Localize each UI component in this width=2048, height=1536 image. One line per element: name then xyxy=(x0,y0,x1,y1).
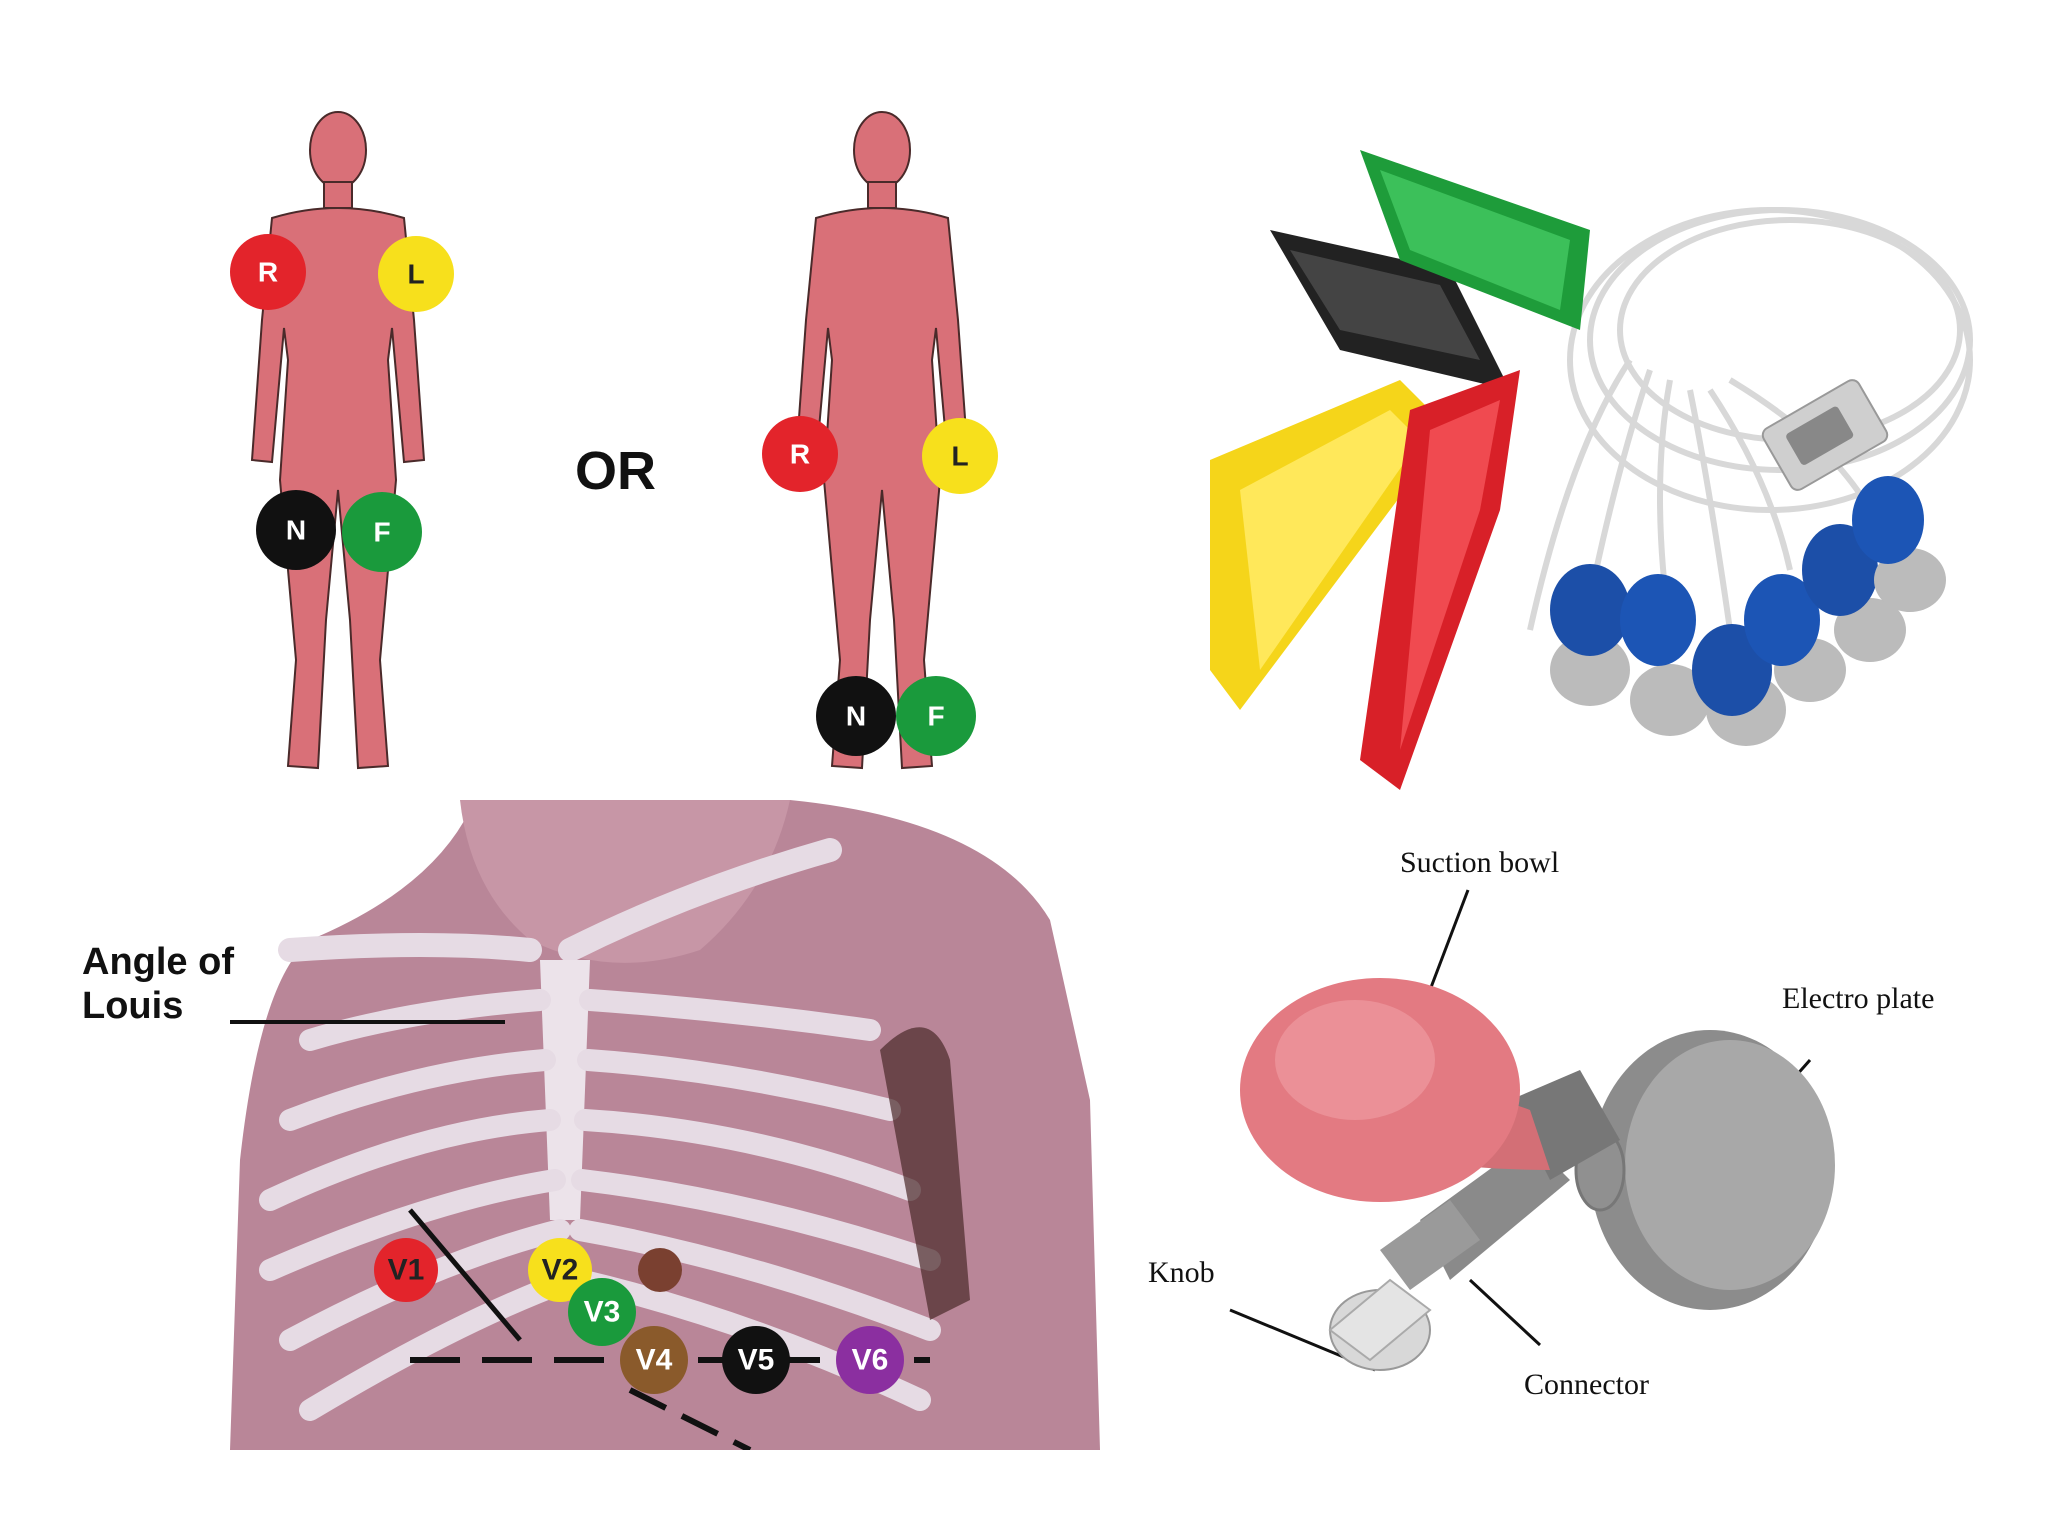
svg-text:V3: V3 xyxy=(584,1296,621,1329)
svg-text:R: R xyxy=(790,439,810,470)
connector xyxy=(1380,1140,1570,1290)
suction-bulbs xyxy=(1550,476,1946,746)
suction-bowl-label: Suction bowl xyxy=(1400,846,1560,879)
angle-of-louis-label: Angle of Louis xyxy=(82,940,234,1028)
body-figure-right xyxy=(794,111,970,770)
electrode-v3: V3 xyxy=(568,1278,636,1346)
suction-electrode-diagram xyxy=(1150,840,2000,1440)
angle-of-louis-line2: Louis xyxy=(82,985,184,1027)
electrode-l-left: L xyxy=(378,236,454,312)
yellow-clamp xyxy=(1210,380,1450,710)
connector-label: Connector xyxy=(1524,1368,1649,1401)
electrode-r-left: R xyxy=(230,234,306,310)
svg-text:L: L xyxy=(951,441,968,472)
angle-of-louis-line1: Angle of xyxy=(82,941,234,983)
svg-text:V2: V2 xyxy=(542,1254,579,1287)
svg-text:V5: V5 xyxy=(738,1344,775,1377)
svg-text:V1: V1 xyxy=(388,1254,425,1287)
suction-bowl xyxy=(1240,978,1550,1202)
electro-plate-label: Electro plate xyxy=(1782,982,1935,1015)
svg-text:N: N xyxy=(846,701,866,732)
svg-text:R: R xyxy=(258,257,278,288)
electrode-v2: V2 xyxy=(528,1238,592,1302)
electrode-v6: V6 xyxy=(836,1326,904,1394)
svg-text:V6: V6 xyxy=(852,1344,889,1377)
limb-lead-diagram: R L N F R L N F xyxy=(200,100,1020,790)
chest-lead-diagram: V1 V2 V3 V4 V5 V6 xyxy=(230,800,1130,1450)
svg-text:N: N xyxy=(286,515,306,546)
electrode-f-right: F xyxy=(896,676,976,756)
electrode-r-right: R xyxy=(762,416,838,492)
body-figure-left xyxy=(250,111,426,770)
or-label: OR xyxy=(575,441,656,501)
svg-text:F: F xyxy=(373,517,390,548)
svg-text:L: L xyxy=(407,259,424,290)
electrode-v5: V5 xyxy=(722,1326,790,1394)
ecg-cable-photo xyxy=(1150,110,2000,800)
electrode-n-right: N xyxy=(816,676,896,756)
knob-label: Knob xyxy=(1148,1256,1215,1289)
electro-plate xyxy=(1574,1030,1835,1310)
electrode-n-left: N xyxy=(256,490,336,570)
electrode-v4: V4 xyxy=(620,1326,688,1394)
knob xyxy=(1328,1278,1432,1371)
svg-text:F: F xyxy=(927,701,944,732)
svg-text:V4: V4 xyxy=(636,1344,673,1377)
red-clamp xyxy=(1360,370,1520,790)
green-clamp xyxy=(1360,150,1590,330)
electrode-v1: V1 xyxy=(374,1238,438,1302)
electrode-l-right: L xyxy=(922,418,998,494)
electrode-f-left: F xyxy=(342,492,422,572)
